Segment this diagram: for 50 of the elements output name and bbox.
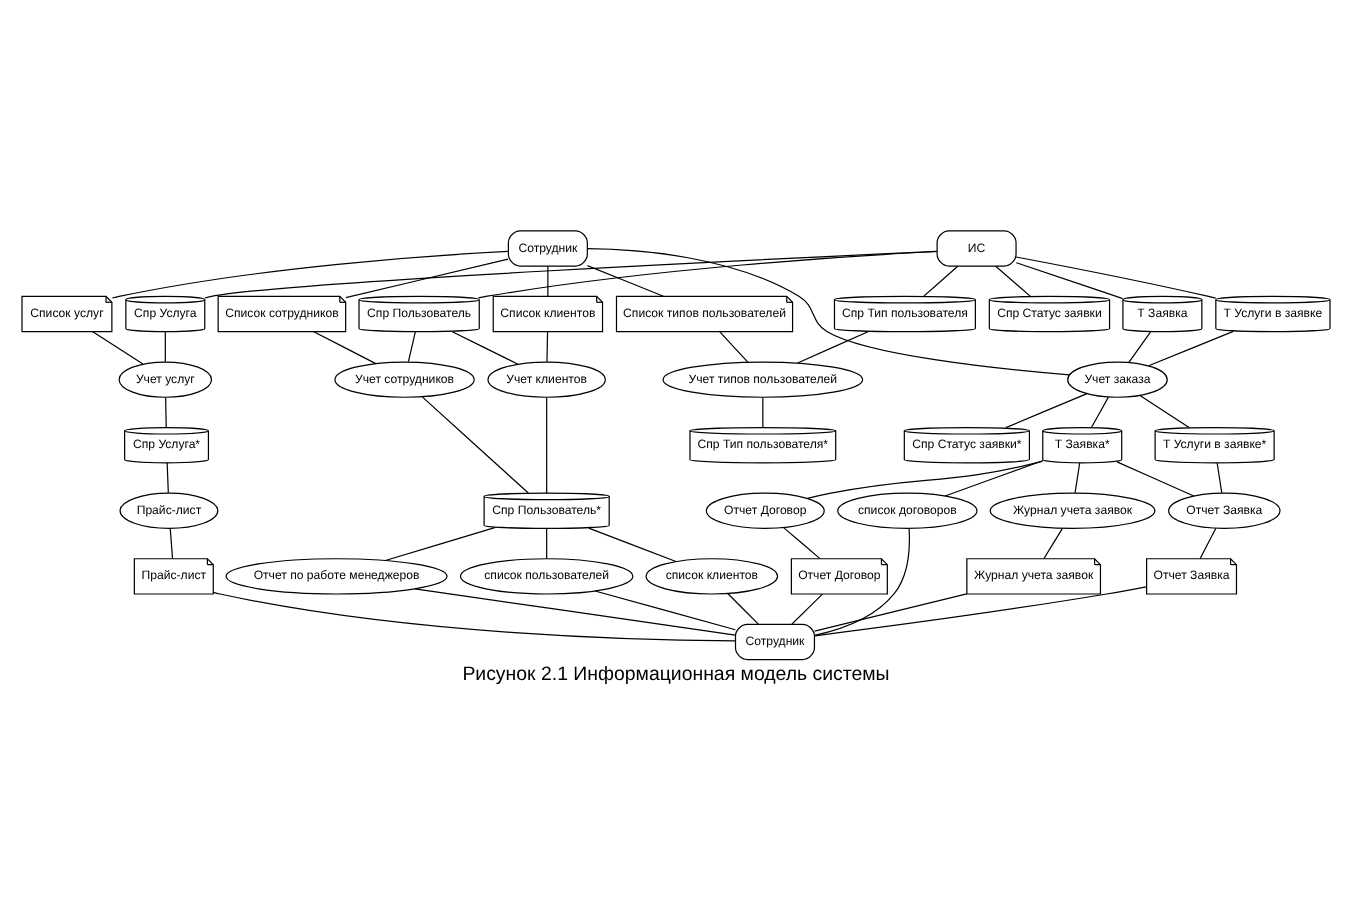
connector — [212, 590, 737, 641]
connector — [546, 527, 548, 559]
connector — [1090, 395, 1109, 428]
connector — [477, 249, 938, 298]
caption: Рисунок 2.1 Информационная модель системы — [462, 662, 890, 685]
connector — [727, 591, 759, 624]
connector — [1015, 261, 1124, 299]
connector — [547, 264, 549, 296]
connector — [1005, 392, 1088, 428]
connector — [1074, 461, 1081, 493]
connector — [944, 459, 1044, 496]
connector — [1199, 526, 1217, 559]
connector — [923, 264, 959, 296]
connector — [546, 330, 549, 362]
connector — [313, 330, 377, 364]
connector — [111, 249, 509, 298]
connector — [166, 461, 169, 493]
connector — [1148, 329, 1234, 366]
connector — [782, 526, 821, 558]
connector — [586, 264, 664, 296]
connector — [1139, 393, 1190, 428]
connector — [165, 395, 167, 427]
connector — [345, 257, 509, 298]
connector — [164, 330, 166, 362]
connector — [92, 330, 144, 364]
connector — [451, 330, 519, 364]
connector — [421, 395, 529, 493]
connector — [1015, 255, 1217, 298]
connector — [414, 587, 736, 635]
connector — [1216, 461, 1223, 493]
connector — [1128, 330, 1152, 362]
connector — [204, 249, 938, 298]
connector — [407, 330, 416, 362]
connector — [588, 526, 677, 562]
connector — [806, 459, 1044, 498]
connector — [995, 264, 1031, 296]
connector — [814, 592, 968, 631]
connector — [719, 330, 749, 362]
connector — [814, 527, 911, 636]
connector — [1116, 460, 1195, 496]
connector — [384, 526, 496, 561]
connector — [1043, 527, 1063, 559]
connector — [586, 247, 1070, 375]
connector — [797, 330, 869, 363]
connector — [546, 396, 548, 493]
connector — [169, 527, 174, 559]
connector — [814, 585, 1147, 636]
connector — [762, 395, 764, 427]
connector — [594, 589, 736, 630]
connector — [791, 592, 824, 624]
